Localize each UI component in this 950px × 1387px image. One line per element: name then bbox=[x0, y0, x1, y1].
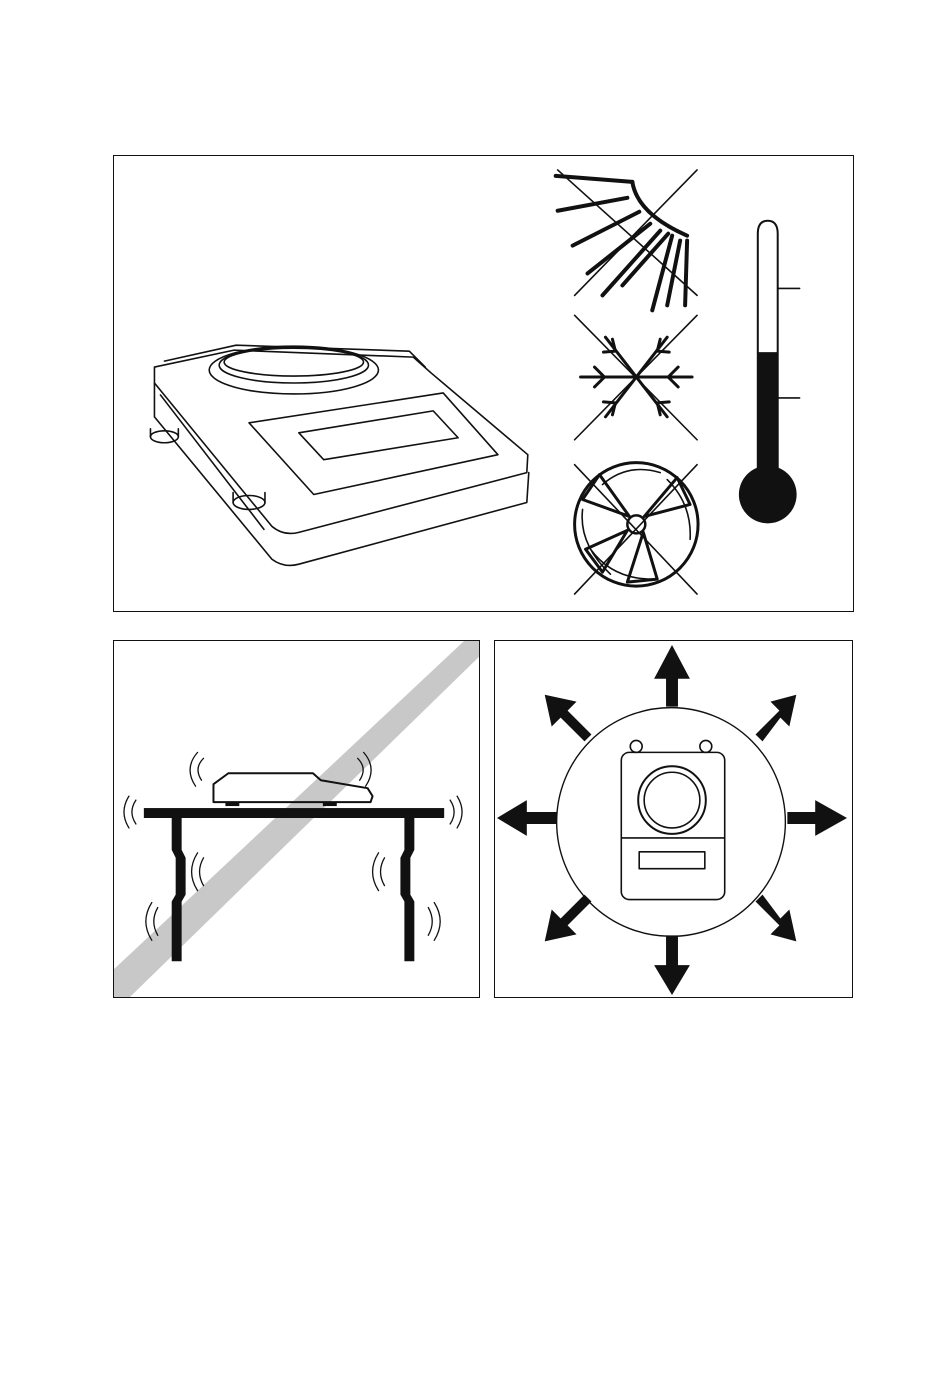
installation-conditions-panel bbox=[113, 155, 854, 612]
installation-conditions-drawing bbox=[114, 156, 853, 611]
thermometer-icon bbox=[739, 221, 800, 524]
sun-crossed-icon bbox=[556, 170, 697, 310]
balance-top-view bbox=[621, 740, 724, 899]
no-vibration-panel bbox=[113, 640, 480, 998]
balance-scale-icon bbox=[150, 345, 528, 565]
direction-arrows bbox=[497, 645, 847, 995]
fan-crossed-icon bbox=[575, 463, 698, 594]
clearance-arrows-icon bbox=[495, 641, 852, 997]
snowflake-crossed-icon bbox=[575, 315, 697, 439]
clearance-panel bbox=[494, 640, 853, 998]
vibrating-table-crossed-icon bbox=[114, 641, 479, 997]
